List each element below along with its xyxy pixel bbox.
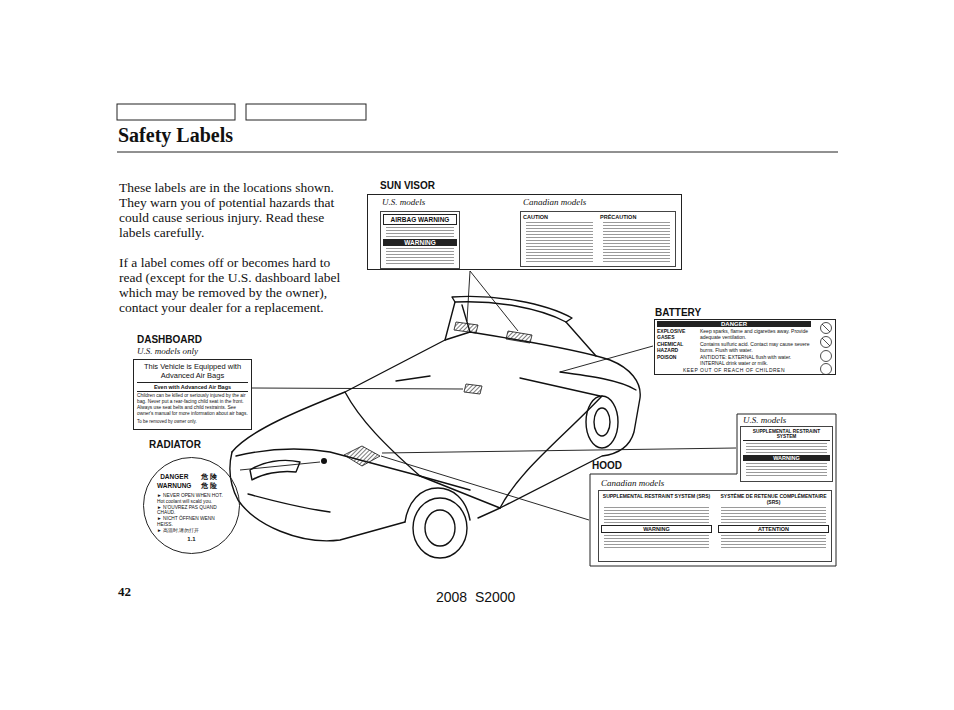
label-text: DASHBOARD	[137, 334, 202, 345]
caution-sticker: CAUTION PRÉCAUTION	[520, 211, 676, 267]
hood-label-outline	[590, 414, 836, 566]
label-text: WARNING	[601, 525, 712, 533]
body-paragraph: If a label comes off or becomes hard to …	[119, 255, 351, 315]
label-text: 危 険	[192, 473, 227, 482]
label-text: 1.1	[157, 536, 226, 542]
label-text: ANTIDOTE: EXTERNAL flush with water. INT…	[700, 354, 811, 366]
label-text: ► NICHT ÖFFNEN WENN HEISS.	[157, 516, 226, 528]
fine-print-lines	[386, 227, 454, 237]
dashboard-label: DASHBOARDU.S. models onlyThis Vehicle is…	[133, 359, 252, 430]
header-rule	[117, 152, 838, 153]
label-text: HOOD	[592, 460, 622, 471]
label-text: SUN VISOR	[380, 180, 435, 191]
label-text: DANGER	[657, 321, 811, 327]
label-text: PRÉCAUTION	[600, 214, 673, 220]
header-tab	[117, 104, 235, 120]
label-text: ATTENTION	[718, 525, 829, 533]
label-text: BATTERY	[655, 307, 701, 318]
hood-us-sticker: U.S. modelsSUPPLEMENTAL RESTRAINT SYSTEM…	[740, 426, 833, 482]
page-number: 42	[118, 584, 131, 600]
label-text: WARNING	[383, 239, 457, 246]
label-text: AIRBAG WARNING	[383, 214, 457, 225]
label-text: U.S. models only	[137, 346, 198, 356]
hood-panel: HOODU.S. modelsSUPPLEMENTAL RESTRAINT SY…	[590, 414, 836, 566]
radiator-label: RADIATORDANGER危 険WARNUNG危 险► NEVER OPEN …	[143, 457, 240, 554]
label-text: Even with Advanced Air Bags	[137, 382, 248, 392]
dashboard-sticker	[464, 384, 482, 394]
body-paragraph: These labels are in the locations shown.…	[119, 180, 351, 240]
label-text: SUPPLEMENTAL RESTRAINT SYSTEM	[743, 429, 830, 441]
label-text: EXPLOSIVE GASES	[657, 328, 697, 340]
label-text: DANGER	[157, 473, 192, 482]
label-text: Contains sulfuric acid. Contact may caus…	[700, 341, 811, 353]
sun-visor-panel: SUN VISORU.S. modelsCanadian modelsAIRBA…	[367, 194, 682, 270]
hood-canadian-sticker: Canadian modelsSUPPLEMENTAL RESTRAINT SY…	[598, 490, 832, 562]
label-text: ► N'OUVREZ PAS QUAND CHAUD.	[157, 505, 226, 517]
label-text: To be removed by owner only.	[137, 419, 248, 424]
fine-print-lines	[526, 222, 593, 262]
fine-print-lines	[746, 463, 827, 477]
fine-print-lines	[721, 507, 826, 523]
label-text: KEEP OUT OF REACH OF CHILDREN	[657, 367, 811, 373]
label-text: WARNUNG	[157, 482, 192, 491]
battery-label: BATTERYDANGEREXPLOSIVE GASESKeep sparks,…	[654, 319, 836, 375]
label-text: Children can be killed or seriously inju…	[137, 393, 248, 417]
label-text: RADIATOR	[149, 439, 201, 450]
label-text: Canadian models	[523, 197, 586, 207]
fine-print-lines	[746, 443, 827, 453]
label-text: ► NEVER OPEN WHEN HOT. Hot coolant will …	[157, 493, 226, 505]
fine-print-lines	[604, 535, 709, 549]
car-drawing	[230, 296, 640, 558]
label-text: Keep sparks, flame and cigarettes away. …	[700, 328, 811, 340]
label-text: SYSTÈME DE RETENUE COMPLÉMENTAIRE (SRS)	[718, 493, 829, 505]
header-tab	[246, 104, 366, 120]
label-text: SUPPLEMENTAL RESTRAINT SYSTEM (SRS)	[601, 493, 712, 505]
label-text: 危 险	[192, 482, 227, 491]
label-text: CHEMICAL HAZARD	[657, 341, 697, 353]
radiator-cap	[321, 458, 327, 464]
visor-sticker	[506, 331, 532, 343]
fine-print-lines	[604, 507, 709, 523]
model-footer: 2008 S2000	[436, 589, 515, 605]
page-title: Safety Labels	[118, 124, 233, 147]
hood-sticker	[344, 446, 380, 466]
label-text: U.S. models	[743, 415, 786, 425]
label-text: WARNING	[743, 455, 830, 461]
visor-sticker	[454, 322, 478, 333]
label-text: POISON	[657, 354, 697, 366]
fine-print-lines	[721, 535, 826, 549]
airbag-sticker: AIRBAG WARNING WARNING	[380, 211, 460, 269]
label-text: CAUTION	[523, 214, 596, 220]
label-text: U.S. models	[382, 197, 425, 207]
label-text: Canadian models	[601, 478, 664, 488]
fine-print-lines	[603, 222, 670, 262]
label-text: ► 高温时,请勿打开	[157, 528, 226, 534]
label-text: This Vehicle is Equipped with Advanced A…	[137, 362, 248, 380]
battery-icons	[821, 323, 832, 375]
fine-print-lines	[386, 248, 454, 264]
